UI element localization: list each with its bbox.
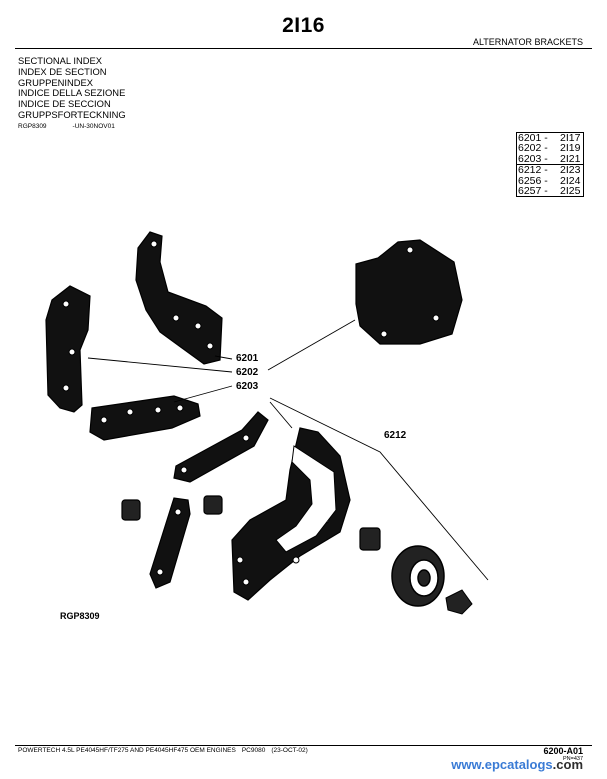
footer-catalog: PC9080: [241, 747, 266, 754]
footer-date: (23-OCT-02): [271, 747, 308, 754]
index-title-fr: INDEX DE SECTION: [18, 65, 107, 77]
reference-table: 6201 - 2I17 6202 - 2I19 6203 - 2I21 6212…: [516, 132, 584, 198]
header-rule: [15, 48, 592, 49]
ref-code: 6202 -: [518, 142, 548, 155]
watermark-tld: .com: [552, 757, 583, 772]
callout-6202[interactable]: 6202: [236, 367, 259, 378]
section-name: ALTERNATOR BRACKETS: [472, 37, 583, 47]
image-ref: RGP8309: [18, 123, 47, 130]
image-reference-line: RGP8309 -UN-30NOV01: [18, 123, 141, 130]
ref-code: 6212 -: [518, 164, 548, 177]
ref-page-link[interactable]: 2I21: [560, 152, 581, 165]
index-title-it: INDICE DELLA SEZIONE: [18, 87, 126, 99]
page-title: 2I16: [282, 14, 325, 37]
callout-6203[interactable]: 6203: [236, 381, 259, 392]
bracket-right-mount: [355, 239, 463, 345]
ref-page-link[interactable]: 2I23: [560, 164, 581, 177]
bracket-upper-center: [135, 231, 223, 365]
index-title-de: GRUPPENINDEX: [18, 76, 94, 88]
ref-page-link[interactable]: 2I25: [560, 185, 581, 198]
date-code: -UN-30NOV01: [72, 123, 115, 130]
reference-row[interactable]: 6257 - 2I25: [517, 185, 583, 198]
reference-row[interactable]: 6256 - 2I24: [517, 174, 583, 187]
index-title-en: SECTIONAL INDEX: [18, 55, 103, 66]
plate-6203: [89, 395, 201, 441]
index-title-es: INDICE DE SECCION: [18, 98, 111, 110]
ref-page-link[interactable]: 2I19: [560, 142, 581, 155]
callout-6212[interactable]: 6212: [384, 430, 407, 441]
ref-code: 6257 -: [518, 185, 548, 198]
ref-page-link[interactable]: 2I17: [560, 132, 581, 144]
strap-upper: [173, 411, 269, 483]
footer-text: POWERTECH 4.5L PE4045HF/TF275 AND PE4045…: [18, 747, 314, 754]
page-number: 6200-A01: [543, 746, 583, 756]
reference-row[interactable]: 6203 - 2I21: [517, 152, 583, 165]
reference-row[interactable]: 6212 - 2I23: [517, 164, 583, 177]
ref-page-link[interactable]: 2I24: [560, 174, 581, 187]
ref-code: 6256 -: [518, 174, 548, 187]
index-title-sv: GRUPPSFORTECKNING: [18, 108, 126, 120]
callout-6201[interactable]: 6201: [236, 353, 259, 364]
footer-rule: [15, 745, 592, 746]
strap-lower: [149, 497, 191, 589]
sectional-index-titles: SECTIONAL INDEX INDEX DE SECTION GRUPPEN…: [18, 55, 126, 121]
figure-id: RGP8309: [60, 611, 100, 621]
reference-row[interactable]: 6202 - 2I19: [517, 142, 583, 155]
watermark-domain: www.epcatalogs: [451, 757, 553, 772]
page-sub: PN=437: [562, 756, 583, 762]
bracket-left-vertical: [45, 285, 91, 413]
idler-pulley: [391, 545, 445, 607]
watermark[interactable]: www.epcatalogs.com: [451, 757, 583, 772]
ref-code: 6201 -: [518, 132, 548, 144]
footer-engine: POWERTECH 4.5L PE4045HF/TF275 AND PE4045…: [18, 747, 236, 754]
reference-row[interactable]: 6201 - 2I17: [517, 132, 583, 144]
ref-code: 6203 -: [518, 152, 548, 165]
